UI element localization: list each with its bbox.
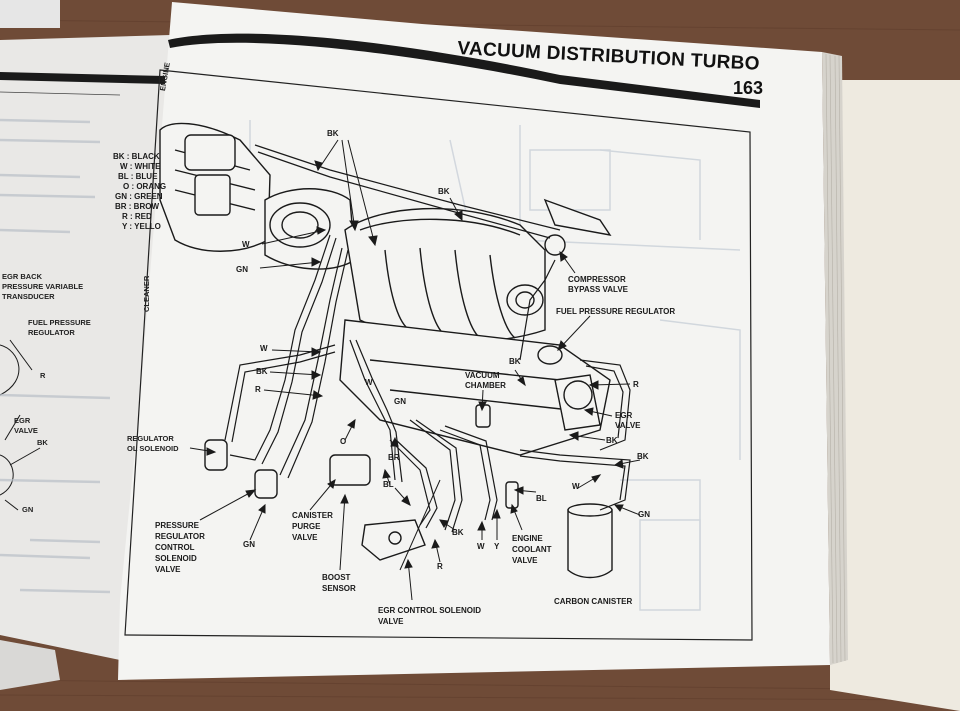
bs-line: SENSOR [322,584,356,593]
legend-item: O : ORANG [123,182,167,191]
left-fpr-line: FUEL PRESSURE [28,318,91,327]
vacuum-chamber-label: VACUUM CHAMBER [465,371,506,391]
egr-line: VALVE [615,421,641,430]
prcsv-line: PRESSURE [155,521,200,530]
gn-label: GN [394,397,406,406]
egr-valve-label: EGR VALVE [615,411,640,431]
left-gn-label: GN [22,505,34,514]
left-page-lower [0,640,60,690]
y-label: Y [494,542,500,551]
engine-drawing [159,122,613,579]
cbv-line: BYPASS VALVE [568,285,629,294]
w-label: W [477,542,485,551]
left-frame [0,91,121,96]
w-label: W [242,240,250,249]
bk-upper-label: BK [438,187,450,196]
egr-control-solenoid-valve-label: EGR CONTROL SOLENOID VALVE [378,605,481,627]
engine-coolant-valve-label: ENGINE COOLANT VALVE [512,533,552,566]
vc-line: CHAMBER [465,381,506,390]
left-egr-valve-label: EGR VALVE [14,416,38,436]
br-label: BR [388,453,400,462]
w-label: W [365,378,373,387]
w-label: W [260,344,268,353]
ecv-line: VALVE [512,556,538,565]
left-egr-line: EGR [14,416,31,425]
page-edges [822,52,848,665]
legend-item: BK : BLACK [113,152,160,161]
bs-line: BOOST [322,573,351,582]
egr-back-pressure-line: PRESSURE VARIABLE [2,282,84,291]
left-fpr-line: REGULATOR [28,328,75,337]
bk-label: BK [509,357,521,366]
cream-paper [830,80,960,711]
left-fuel-pressure-regulator-label: FUEL PRESSURE REGULATOR [28,318,91,338]
legend-item: BL : BLUE [118,172,158,181]
left-header-bar [0,72,165,84]
vacuum-hoses [224,144,631,533]
diagram-frame [124,69,753,641]
prcsv-line: REGULATOR [155,532,205,541]
cpv-line: CANISTER [292,511,333,520]
bk-label: BK [452,528,464,537]
canister-purge-valve-label: CANISTER PURGE VALVE [292,510,333,543]
cpv-line: VALVE [292,533,318,542]
bk-top-label: BK [327,129,339,138]
left-r-label: R [40,371,46,380]
legend-item: R : RED [122,212,152,221]
legend-item: Y : YELLO [122,222,161,231]
regulator-solenoid-label: REGULATOR OL SOLENOID [127,434,179,454]
bk-label: BK [256,367,268,376]
carbon-canister-label: CARBON CANISTER [554,597,633,606]
w-label: W [572,482,580,491]
bl-label: BL [383,480,394,489]
ecv-line: ENGINE [512,534,543,543]
cbv-line: COMPRESSOR [568,275,626,284]
header-bar [168,33,760,108]
gn-label: GN [638,510,650,519]
ecsv-line: VALVE [378,617,404,626]
egr-back-pressure-label: EGR BACK PRESSURE VARIABLE TRANSDUCER [2,272,83,302]
cpv-line: PURGE [292,522,321,531]
left-bk-label: BK [37,438,48,447]
legend-item: BR : BROW [115,202,159,211]
left-page-arrows [0,339,41,511]
ecsv-line: EGR CONTROL SOLENOID [378,606,481,615]
compressor-bypass-valve-label: COMPRESSOR BYPASS VALVE [568,275,628,295]
gn-label: GN [236,265,248,274]
fuel-pressure-regulator-label: FUEL PRESSURE REGULATOR [556,307,676,316]
ecv-line: COOLANT [512,545,552,554]
vc-line: VACUUM [465,371,500,380]
prcsv-line: CONTROL [155,543,195,552]
bk-label: BK [637,452,649,461]
left-page-faint-text [0,118,111,594]
boost-sensor-label: BOOST SENSOR [322,572,356,594]
leader-arrows [189,139,641,601]
reg-sol-line: OL SOLENOID [127,444,179,453]
gn-label: GN [243,540,255,549]
r-label: R [437,562,443,571]
left-page [0,35,170,660]
left-egr-line: VALVE [14,426,38,435]
pressure-regulator-control-solenoid-valve-label: PRESSURE REGULATOR CONTROL SOLENOID VALV… [155,520,205,575]
bk-label: BK [606,436,618,445]
bl-label: BL [536,494,547,503]
egr-line: EGR [615,411,633,420]
cleaner-label: CLEANER [142,275,151,312]
page-number: 163 [733,78,764,98]
egr-back-pressure-line: EGR BACK [2,272,43,281]
r-label: R [255,385,261,394]
egr-back-pressure-line: TRANSDUCER [2,292,55,301]
o-label: O [340,437,347,446]
legend-item: W : WHITE [120,162,161,171]
prcsv-line: SOLENOID [155,554,197,563]
r-label: R [633,380,639,389]
prcsv-line: VALVE [155,565,181,574]
reg-sol-line: REGULATOR [127,434,174,443]
legend-item: GN : GREEN [115,192,163,201]
white-card [0,0,60,28]
